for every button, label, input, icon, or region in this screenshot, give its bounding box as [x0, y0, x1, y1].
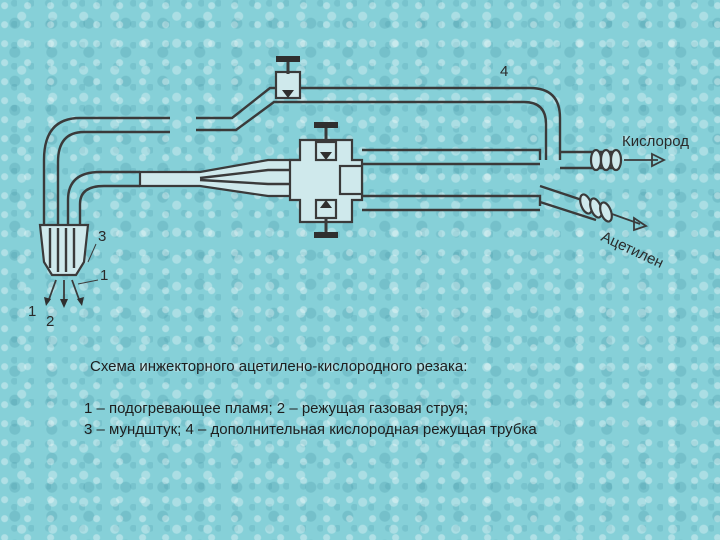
head-outer-tube: [42, 116, 170, 225]
leader-3: [87, 243, 97, 263]
head-lower-inner-tube: [78, 184, 140, 225]
mouthpiece: [38, 223, 90, 277]
acetylene-hose-ring-3: [599, 201, 613, 223]
label-3: 3: [98, 228, 106, 245]
oxygen-hose-ring-3: [609, 148, 623, 172]
injector-cone: [199, 168, 290, 186]
valve-block: [288, 138, 364, 224]
acetylene-pipe-top: [362, 194, 542, 206]
label-4: 4: [500, 63, 508, 80]
oxygen-hose-ring-2: [599, 148, 613, 172]
oxygen-arrow: [651, 152, 667, 168]
label-1-side: 1: [100, 267, 108, 284]
oxygen-hose-ring-1: [589, 148, 603, 172]
head-inner-tube: [56, 130, 170, 225]
caption-title: Схема инжекторного ацетилено-кислородног…: [90, 358, 468, 375]
oxygen-valve-handle[interactable]: [314, 122, 338, 128]
torch-head: [38, 116, 170, 308]
injector-barrel: [138, 158, 302, 198]
label-2: 2: [46, 313, 54, 330]
leader-1-side: [77, 279, 99, 285]
caption-legend-line-1: 1 – подогревающее пламя; 2 – режущая газ…: [84, 400, 468, 417]
label-acetylene: Ацетилен: [598, 228, 666, 272]
acetylene-valve-handle[interactable]: [314, 232, 338, 238]
label-oxygen: Кислород: [622, 133, 689, 150]
label-1: 1: [28, 303, 36, 320]
mouthpiece-channels: [48, 228, 76, 272]
upper-tube-outer: [196, 86, 562, 160]
supply-pipes: [362, 148, 667, 232]
torch-body: [138, 122, 364, 238]
flame-arrows: [44, 279, 84, 308]
caption-legend-line-2: 3 – мундштук; 4 – дополнительная кислоро…: [84, 421, 537, 438]
cutting-oxygen-tube: [196, 56, 562, 160]
mixer-chamber: [338, 164, 364, 196]
upper-valve-handle[interactable]: [276, 56, 300, 62]
oxygen-pipe-top: [362, 148, 542, 160]
head-lower-outer-tube: [66, 170, 140, 225]
acetylene-arrow: [633, 216, 649, 232]
upper-tube-inner: [196, 100, 548, 160]
